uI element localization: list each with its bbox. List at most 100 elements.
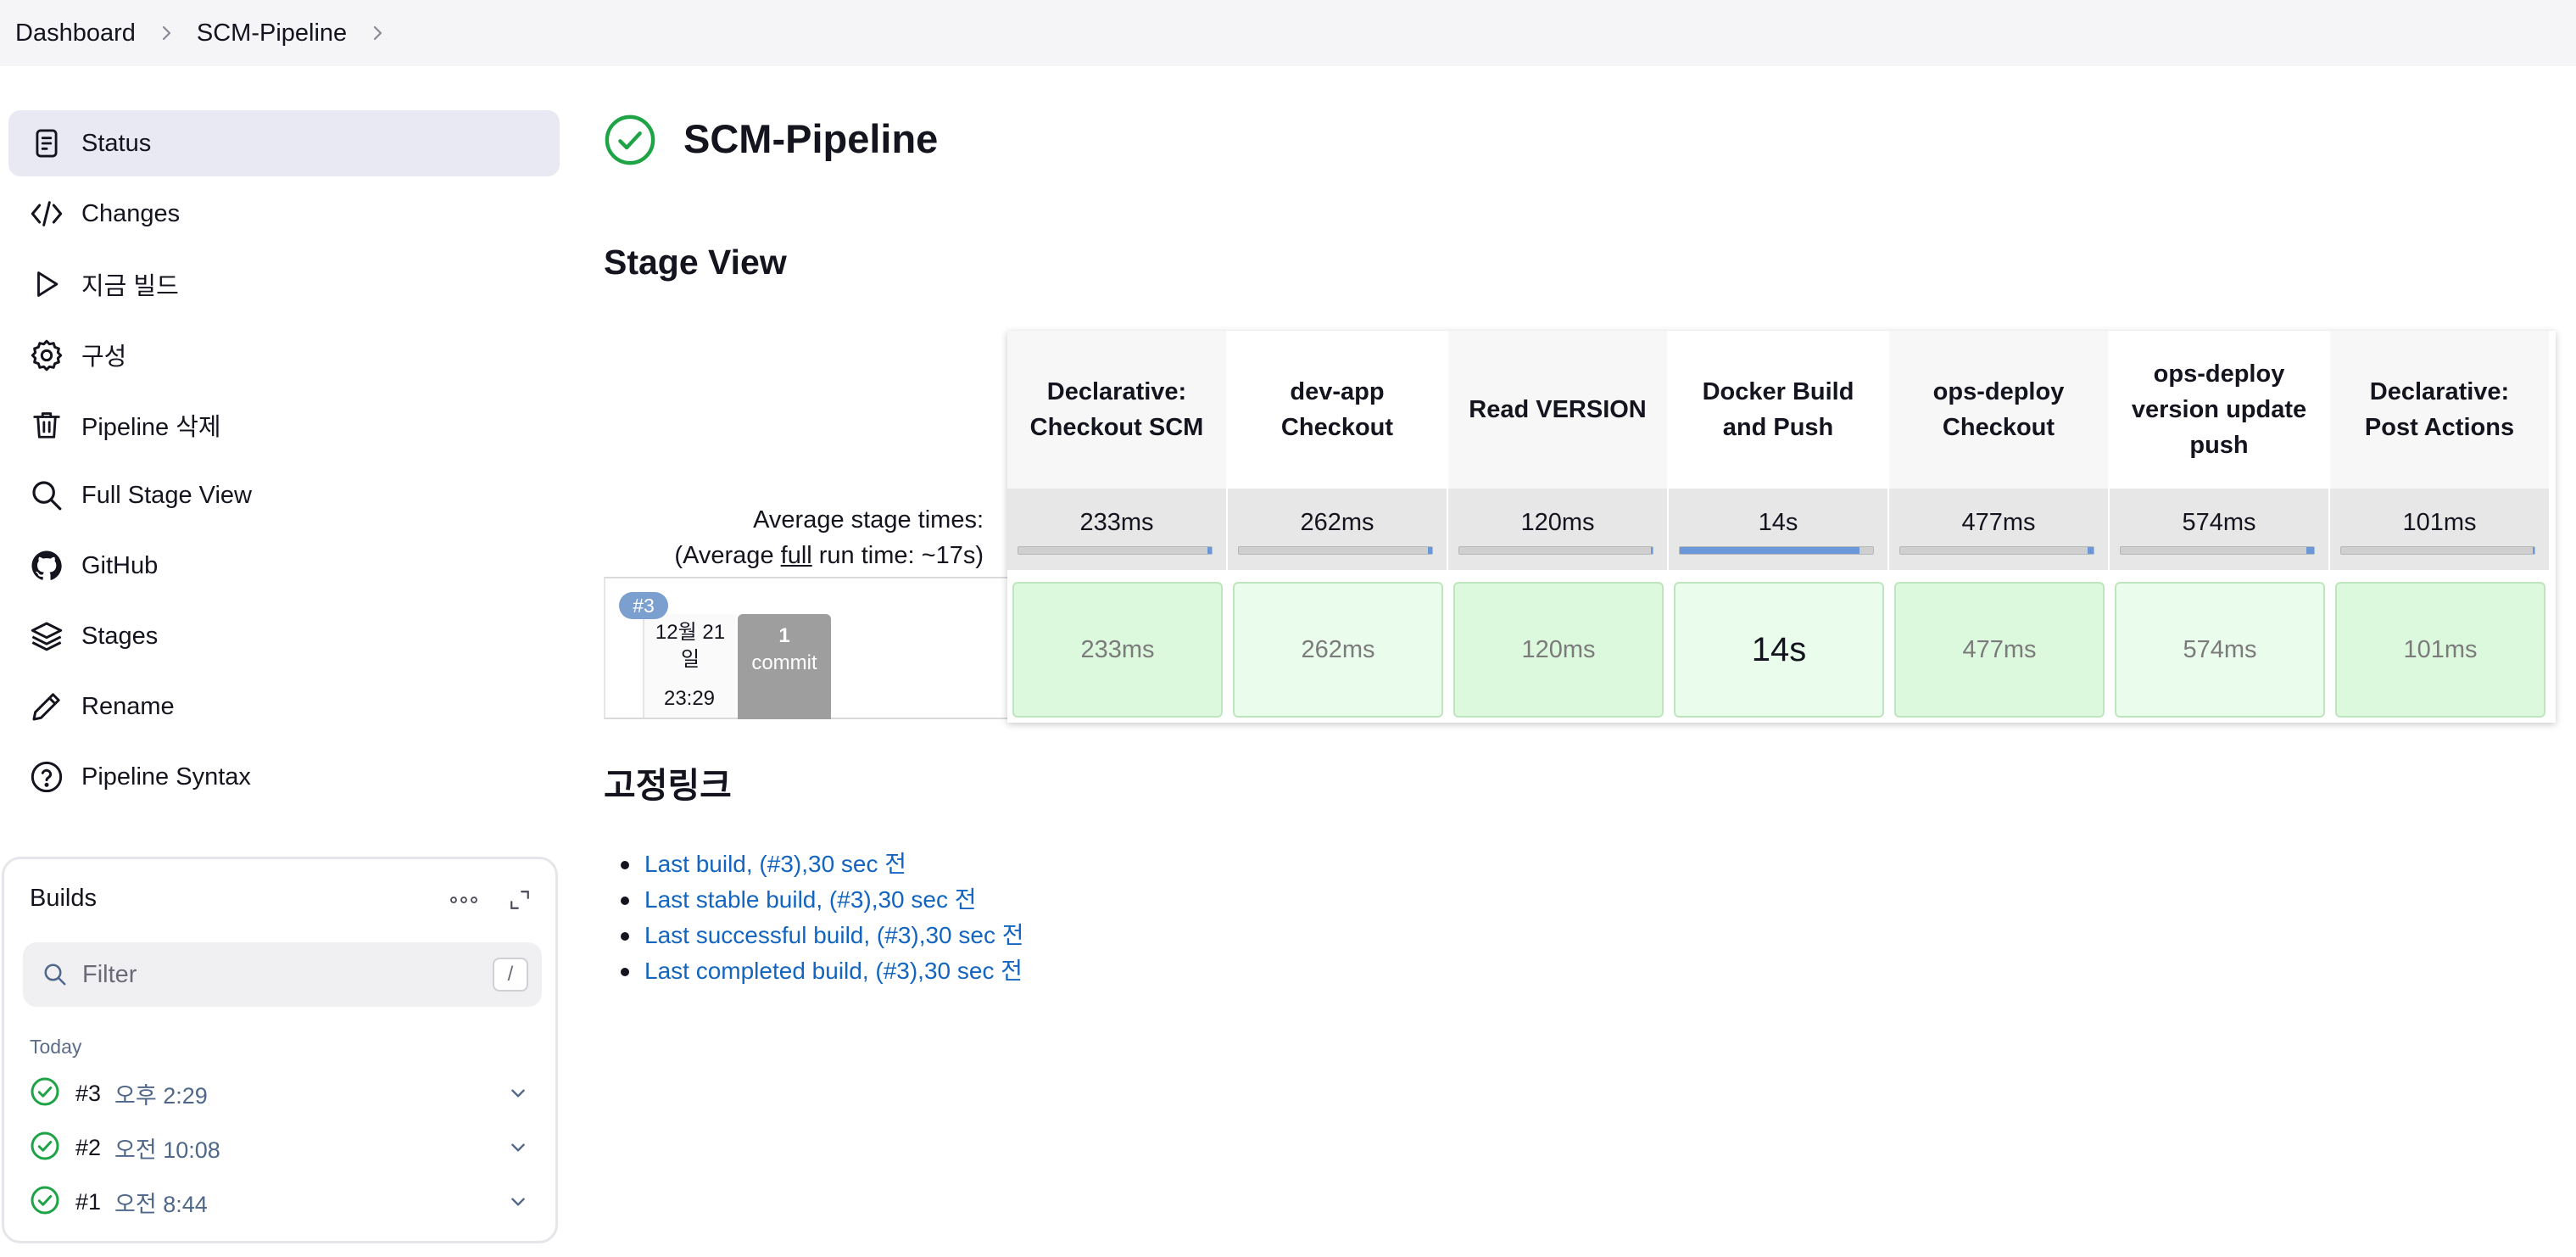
stage-average-bar-fill: [1207, 547, 1212, 554]
permalink-last-stable-build[interactable]: Last stable build, (#3),30 sec 전: [644, 886, 977, 913]
stage-average-bar-fill: [1428, 547, 1432, 554]
stage-average-time: 262ms: [1300, 509, 1374, 536]
stage-average-bar-fill: [2532, 547, 2534, 554]
stage-average: 262ms: [1228, 489, 1447, 570]
gear-icon: [29, 337, 64, 372]
stage-average: 574ms: [2110, 489, 2328, 570]
stage-run-cell[interactable]: 262ms: [1233, 582, 1443, 718]
builds-filter: /: [23, 942, 542, 1007]
build-time[interactable]: 오전 8:44: [114, 1191, 208, 1217]
permalink-last-build[interactable]: Last build, (#3),30 sec 전: [644, 851, 907, 877]
stage-column: Declarative: Checkout SCM 233ms 233ms: [1007, 331, 1226, 723]
average-stage-times-label: Average stage times: (Average full run t…: [604, 502, 984, 573]
average-run-time-line: (Average full run time: ~17s): [604, 538, 984, 573]
permalinks-list: Last build, (#3),30 sec 전 Last stable bu…: [621, 846, 1024, 989]
stage-average: 101ms: [2330, 489, 2549, 570]
build-row[interactable]: #1 오전 8:44: [30, 1178, 538, 1226]
stage-column: Declarative: Post Actions 101ms 101ms: [2330, 331, 2549, 723]
stage-run-cell[interactable]: 120ms: [1453, 582, 1664, 718]
build-number[interactable]: #3: [75, 1080, 102, 1106]
stage-average-bar: [1238, 546, 1433, 555]
build-number[interactable]: #2: [75, 1134, 102, 1160]
more-options-icon[interactable]: [447, 883, 481, 917]
stage-run-cell[interactable]: 574ms: [2115, 582, 2325, 718]
sidebar-item-delete-pipeline[interactable]: Pipeline 삭제: [8, 392, 560, 458]
stage-view-table: Declarative: Checkout SCM 233ms 233ms de…: [1007, 331, 2556, 723]
expand-icon[interactable]: [503, 883, 537, 917]
avg-run-suffix: run time: ~17s): [811, 542, 984, 569]
stage-average-bar: [1899, 546, 2094, 555]
sidebar-item-rename[interactable]: Rename: [8, 673, 560, 740]
breadcrumb-dashboard[interactable]: Dashboard: [15, 19, 136, 47]
commit-label: commit: [751, 651, 817, 674]
permalink-last-successful-build[interactable]: Last successful build, (#3),30 sec 전: [644, 922, 1024, 948]
permalink-last-completed-build[interactable]: Last completed build, (#3),30 sec 전: [644, 958, 1023, 984]
build-time[interactable]: 오전 10:08: [114, 1137, 220, 1163]
sidebar-item-github[interactable]: GitHub: [8, 533, 560, 599]
stage-header: Read VERSION: [1448, 331, 1667, 489]
stage-header: Declarative: Checkout SCM: [1007, 331, 1226, 489]
play-icon: [29, 266, 64, 302]
list-item: Last successful build, (#3),30 sec 전: [621, 918, 1024, 953]
list-item: Last stable build, (#3),30 sec 전: [621, 882, 1024, 918]
stage-header: ops-deploy Checkout: [1889, 331, 2108, 489]
stage-average-time: 14s: [1758, 509, 1798, 536]
permalinks-title: 고정링크: [604, 766, 732, 805]
sidebar-item-label: Rename: [81, 692, 175, 720]
build-row[interactable]: #2 오전 10:08: [30, 1124, 538, 1171]
stage-run-cell[interactable]: 14s: [1674, 582, 1884, 718]
full-run-link[interactable]: full: [780, 542, 812, 569]
sidebar-item-full-stage-view[interactable]: Full Stage View: [8, 462, 560, 528]
builds-filter-input[interactable]: [82, 960, 472, 989]
sidebar-item-status[interactable]: Status: [8, 110, 560, 176]
stage-run-cell[interactable]: 477ms: [1894, 582, 2105, 718]
page-title: SCM-Pipeline: [683, 116, 939, 161]
sidebar-item-configure[interactable]: 구성: [8, 321, 560, 388]
sidebar-item-pipeline-syntax[interactable]: Pipeline Syntax: [8, 744, 560, 810]
trash-icon: [29, 407, 64, 443]
chevron-right-icon[interactable]: [365, 21, 389, 45]
stage-average-bar-fill: [2088, 547, 2094, 554]
stage-average-bar-fill: [1680, 547, 1860, 554]
run-number-badge[interactable]: #3: [619, 592, 668, 619]
chevron-down-icon[interactable]: [506, 1136, 530, 1159]
stage-average-bar: [2120, 546, 2315, 555]
commit-count: 1: [778, 624, 790, 647]
sidebar-item-stages[interactable]: Stages: [8, 603, 560, 669]
stage-column: Read VERSION 120ms 120ms: [1448, 331, 1667, 723]
stage-average-time: 477ms: [1961, 509, 2036, 536]
sidebar-item-changes[interactable]: Changes: [8, 181, 560, 247]
stage-average-bar: [1018, 546, 1213, 555]
stage-average: 14s: [1669, 489, 1887, 570]
help-icon: [29, 759, 64, 795]
stage-run-cell[interactable]: 101ms: [2335, 582, 2545, 718]
chevron-right-icon[interactable]: [154, 21, 178, 45]
stage-average-bar-fill: [1650, 547, 1653, 554]
stage-run-cell[interactable]: 233ms: [1012, 582, 1223, 718]
run-date: 12월 21 일: [643, 614, 736, 718]
stage-average-bar: [1458, 546, 1653, 555]
build-run-row: 12월 21 일 23:29 #3 1 commit: [604, 577, 1007, 719]
breadcrumb-scm-pipeline[interactable]: SCM-Pipeline: [196, 19, 348, 47]
chevron-down-icon[interactable]: [506, 1081, 530, 1105]
stage-average-time: 120ms: [1520, 509, 1595, 536]
build-time[interactable]: 오후 2:29: [114, 1082, 208, 1109]
success-check-icon: [30, 1076, 60, 1111]
sidebar-item-label: Pipeline Syntax: [81, 763, 251, 791]
build-row[interactable]: #3 오후 2:29: [30, 1070, 538, 1117]
stage-column: ops-deploy version update push 574ms 574…: [2110, 331, 2328, 723]
stage-average: 477ms: [1889, 489, 2108, 570]
avg-run-prefix: (Average: [674, 542, 781, 569]
builds-title: Builds: [30, 885, 97, 912]
success-check-icon: [30, 1131, 60, 1165]
stage-average-bar: [1679, 546, 1874, 555]
sidebar-item-label: GitHub: [81, 551, 159, 579]
success-check-icon: [30, 1185, 60, 1220]
chevron-down-icon[interactable]: [506, 1190, 530, 1214]
sidebar-item-label: Stages: [81, 622, 159, 650]
sidebar-item-label: Status: [81, 129, 152, 157]
sidebar-item-build-now[interactable]: 지금 빌드: [8, 251, 560, 317]
build-number[interactable]: #1: [75, 1188, 102, 1215]
commit-count-badge[interactable]: 1 commit: [738, 614, 831, 719]
stage-average-time: 233ms: [1079, 509, 1154, 536]
